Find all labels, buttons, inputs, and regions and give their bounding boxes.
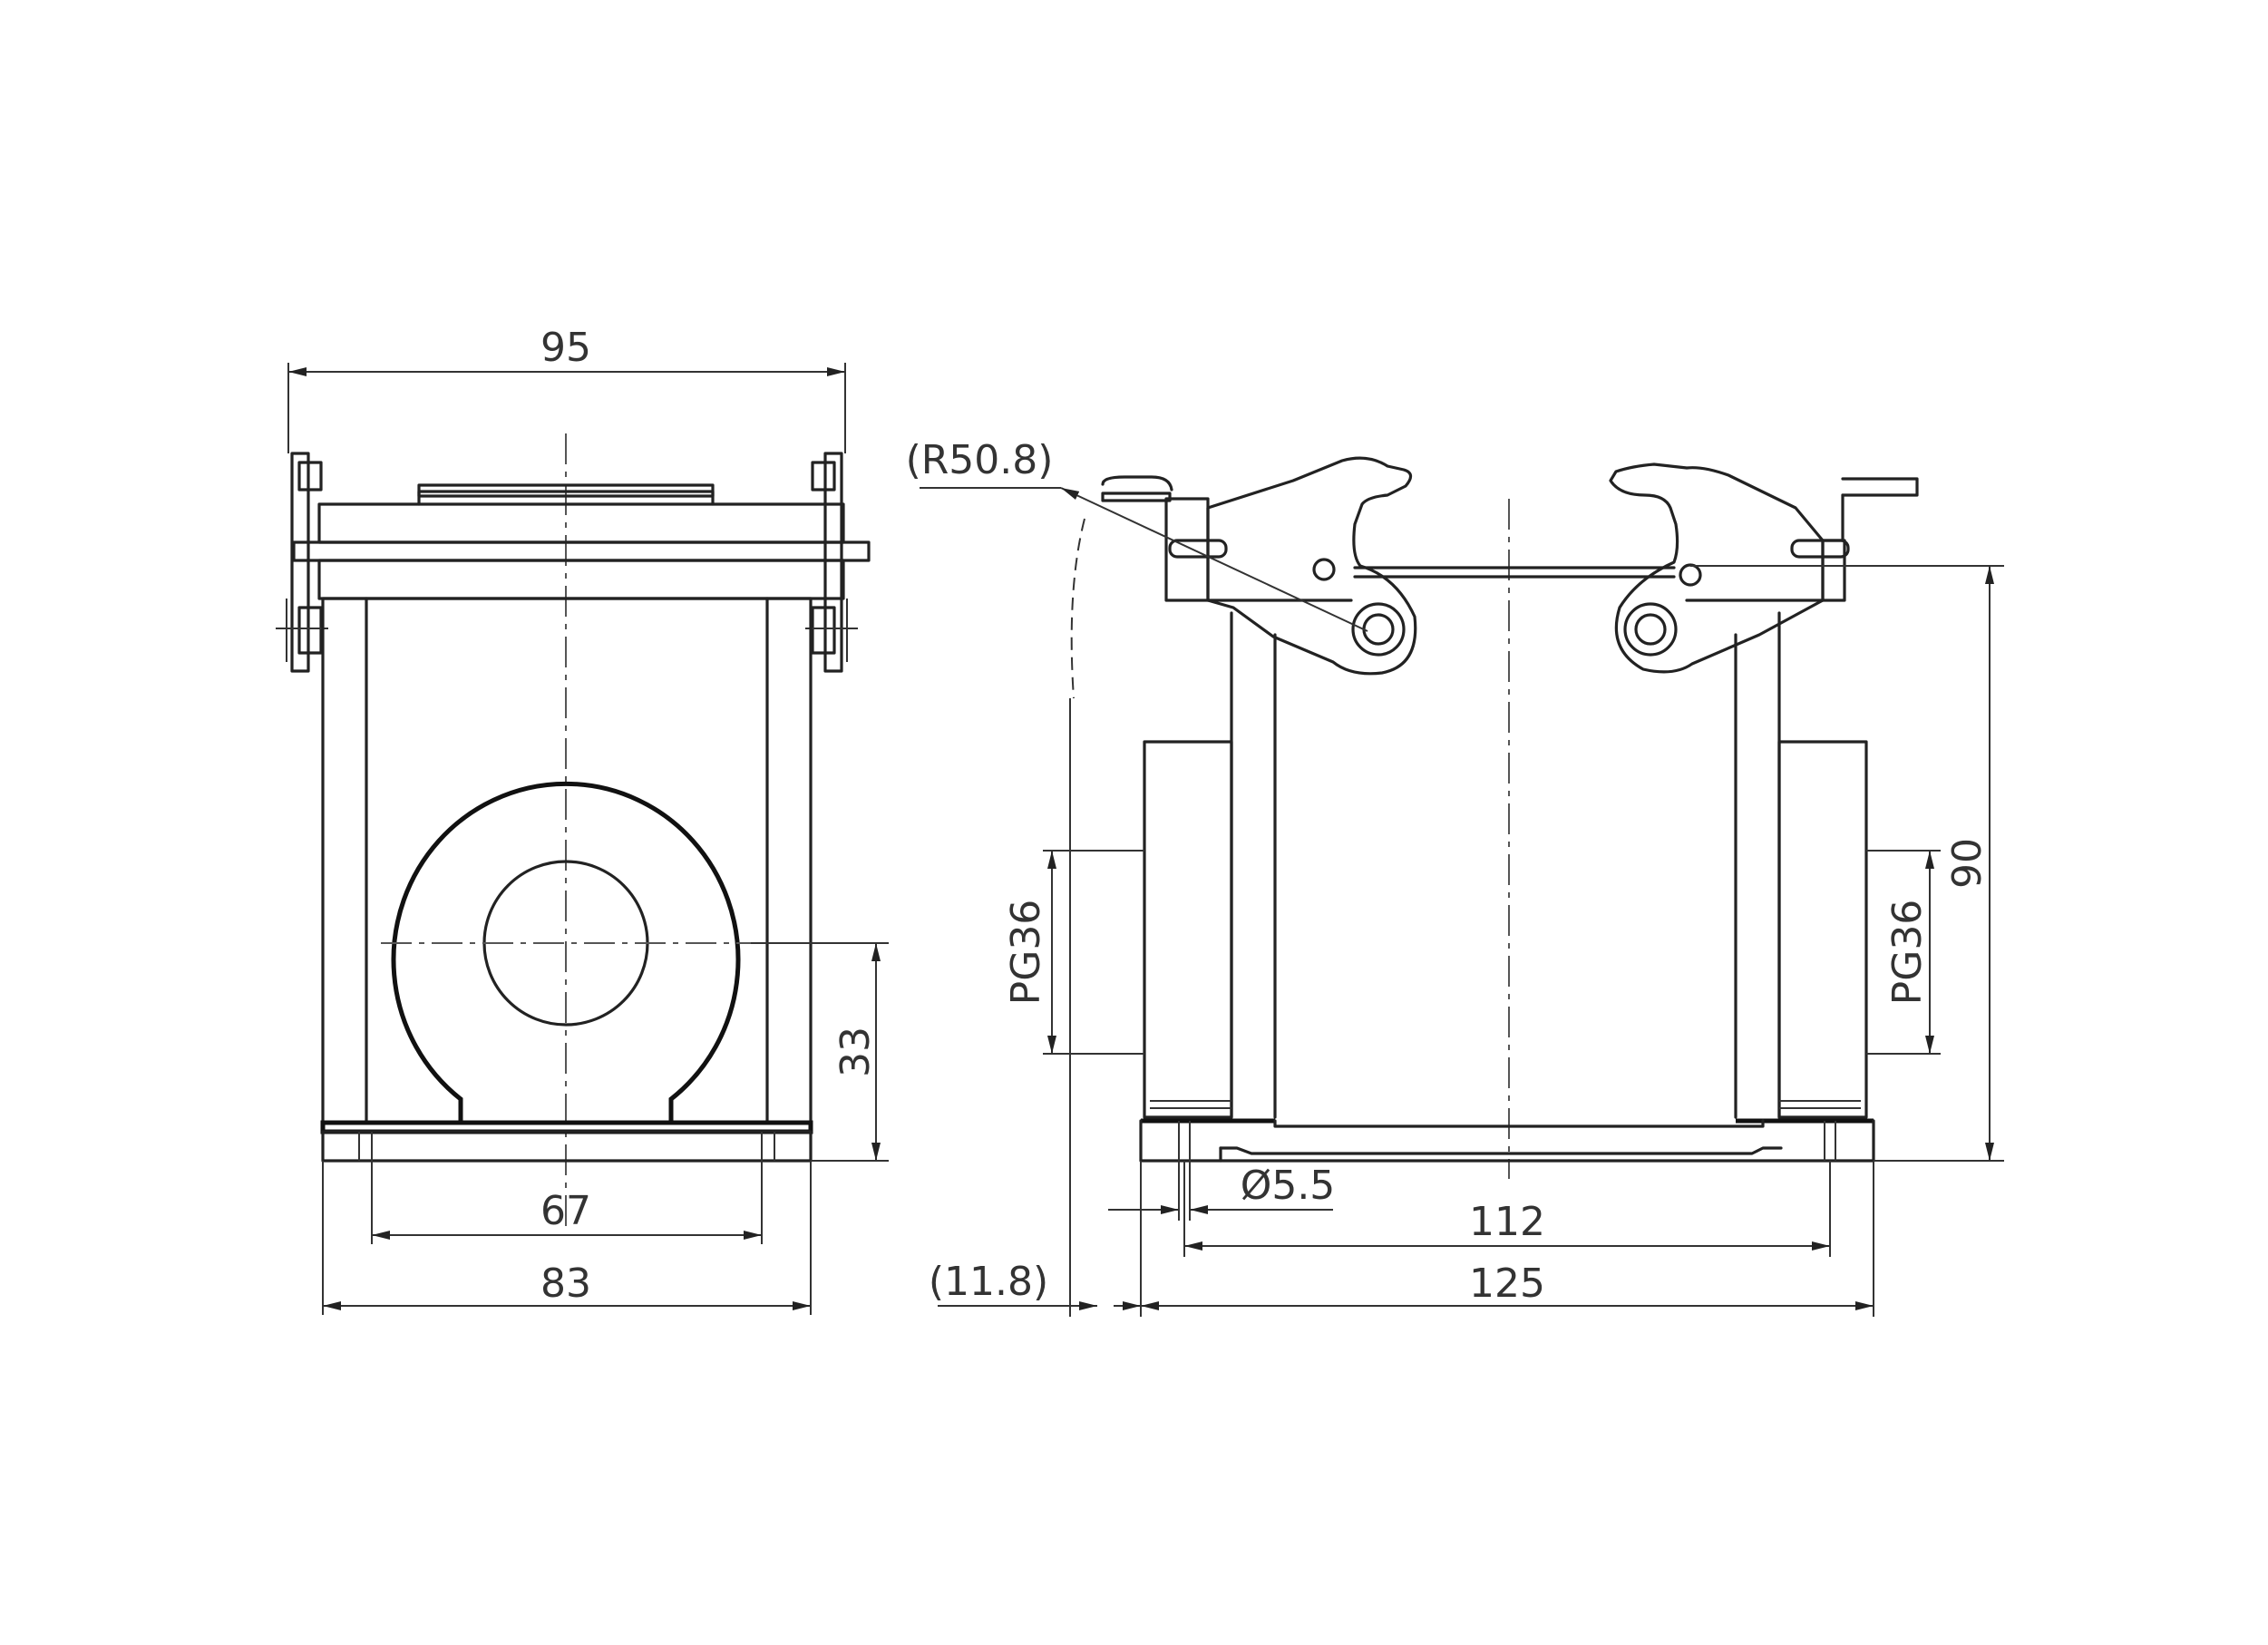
dim-95: 95 — [540, 325, 591, 371]
dim-pg36-right: PG36 — [1884, 900, 1931, 1006]
side-view: (R50.8) PG36 PG36 90 Ø5.5 112 125 — [906, 437, 2004, 1317]
dim-33: 33 — [832, 1027, 879, 1077]
dim-r50-8: (R50.8) — [906, 437, 1054, 483]
dim-11-8: (11.8) — [929, 1259, 1048, 1305]
dim-hole-diameter: Ø5.5 — [1241, 1163, 1336, 1209]
dim-125: 125 — [1469, 1261, 1545, 1307]
dim-pg36-left: PG36 — [1003, 900, 1049, 1006]
dim-83: 83 — [540, 1261, 591, 1307]
dim-67: 67 — [540, 1188, 591, 1234]
front-view: 95 67 83 33 — [276, 325, 889, 1315]
dim-90: 90 — [1944, 838, 1991, 889]
dim-112: 112 — [1469, 1199, 1545, 1245]
